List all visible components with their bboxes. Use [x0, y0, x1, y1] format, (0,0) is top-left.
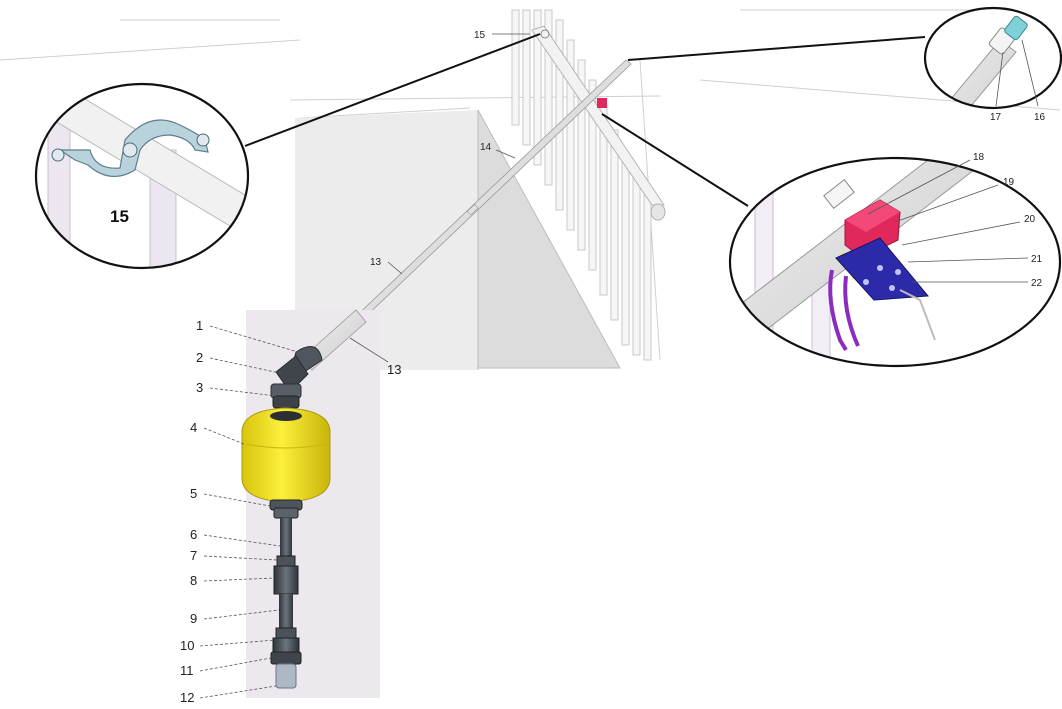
label-21: 21: [1031, 254, 1043, 265]
float-label-12: 12: [180, 690, 194, 705]
connector-callouts: 17 16: [990, 39, 1046, 123]
float-label-4: 4: [190, 420, 197, 435]
label-16: 16: [1034, 112, 1046, 123]
float-label-1: 1: [196, 318, 203, 333]
float-leader-4: [203, 427, 245, 445]
label-17: 17: [990, 112, 1002, 123]
float-leader-8: [203, 577, 275, 582]
float-body: [241, 407, 331, 503]
label-13-mid: 13: [370, 257, 382, 268]
float-leader-7: [203, 555, 278, 561]
inset-clamp-label: 15: [110, 207, 129, 226]
callout-connectors: [244, 33, 926, 207]
float-label-6: 6: [190, 527, 197, 542]
label-13-lower: 13: [387, 362, 401, 377]
float-leader-10: [199, 639, 277, 647]
label-14: 14: [480, 142, 492, 153]
float-leader-11: [199, 657, 272, 672]
label-18: 18: [973, 152, 985, 163]
float-label-8: 8: [190, 573, 197, 588]
float-leader-9: [203, 609, 280, 620]
float-leader-12: [199, 685, 277, 699]
float-leader-2: [209, 357, 285, 375]
float-leader-3: [209, 387, 277, 397]
float-label-9: 9: [190, 611, 197, 626]
label-22: 22: [1031, 278, 1043, 289]
label-20: 20: [1024, 214, 1036, 225]
float-label-3: 3: [196, 380, 203, 395]
float-leader-1: [209, 325, 299, 353]
float-label-10: 10: [180, 638, 194, 653]
label-19: 19: [1003, 177, 1015, 188]
float-assembly: [241, 309, 380, 698]
float-label-5: 5: [190, 486, 197, 501]
inset-connector: [923, 6, 1062, 110]
inset-mount: [728, 156, 1062, 368]
scene-callouts: 15 14 13 13: [349, 30, 530, 377]
float-label-11: 11: [180, 663, 194, 678]
float-label-7: 7: [190, 548, 197, 563]
background-scene: [0, 9, 1061, 370]
inset-clamp: 15: [34, 82, 250, 270]
label-15-top: 15: [474, 30, 486, 41]
float-leader-6: [203, 534, 281, 547]
float-leader-5: [203, 493, 271, 507]
float-label-2: 2: [196, 350, 203, 365]
mount-callouts: 18 19 20 21 22: [867, 152, 1043, 289]
